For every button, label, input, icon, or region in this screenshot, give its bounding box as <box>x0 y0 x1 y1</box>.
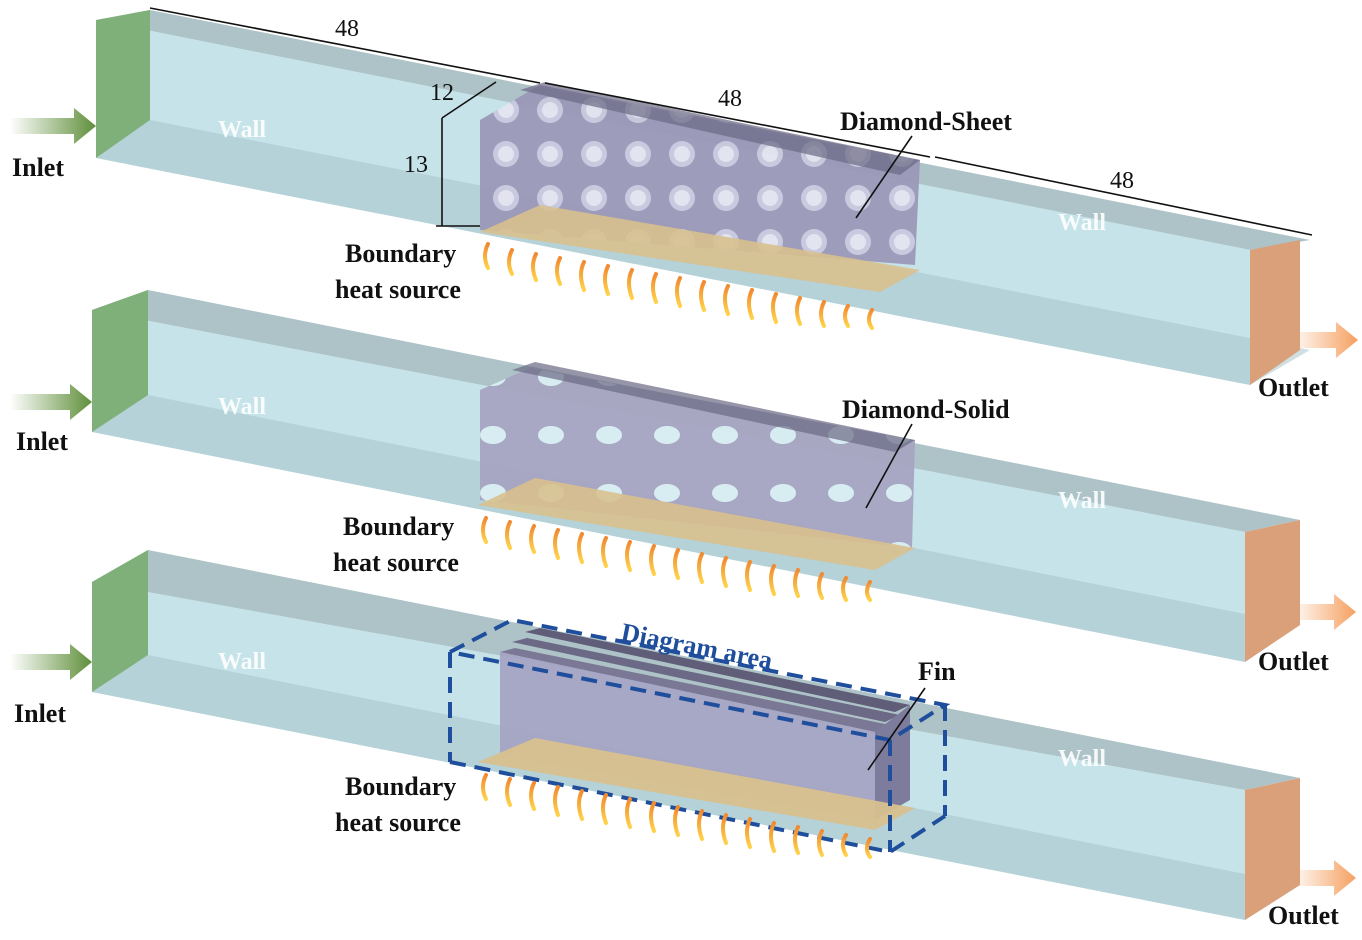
channel-2: Wall Wall Diamond-Solid Boundary heat so… <box>10 290 1356 676</box>
heat-plate-3 <box>478 738 915 830</box>
diamond-solid-label: Diamond-Solid <box>842 395 1010 424</box>
channel-3-inlet-face <box>92 550 148 692</box>
boundary-label-2b: heat source <box>333 548 459 577</box>
wall-label-1b: Wall <box>1058 210 1106 236</box>
channel-2-inlet-face <box>92 290 148 432</box>
outlet-label-1: Outlet <box>1258 373 1329 402</box>
dimension-length-inlet: 48 <box>335 16 359 42</box>
channel-1: 48 48 48 12 13 Wall Wall Diamond-Sheet B… <box>10 7 1358 402</box>
boundary-label-3a: Boundary <box>345 772 456 801</box>
inlet-arrow-2 <box>10 384 92 420</box>
wall-label-2a: Wall <box>218 394 266 420</box>
diamond-sheet-label: Diamond-Sheet <box>840 107 1012 136</box>
channel-3-outlet-face <box>1245 778 1300 920</box>
boundary-label-1b: heat source <box>335 275 461 304</box>
channel-3: Diagram area Wall Wall Fin Boundary heat… <box>10 550 1356 930</box>
outlet-label-3: Outlet <box>1268 901 1339 930</box>
inlet-label-1: Inlet <box>12 153 64 182</box>
boundary-label-3b: heat source <box>335 808 461 837</box>
wall-label-1a: Wall <box>218 117 266 143</box>
channel-1-inlet-face <box>96 10 150 158</box>
outlet-arrow-1 <box>1300 322 1358 358</box>
channel-3-top-face <box>92 550 1300 790</box>
fin-label: Fin <box>918 657 956 686</box>
heat-flames-1 <box>483 242 874 330</box>
inlet-arrow-3 <box>10 644 92 680</box>
diamond-sheet-top-dark <box>520 82 920 175</box>
fin-array <box>500 628 910 820</box>
wall-label-2b: Wall <box>1058 488 1106 514</box>
diamond-sheet-leader <box>855 135 913 219</box>
heat-flames-2 <box>481 516 872 602</box>
boundary-label-2a: Boundary <box>343 512 454 541</box>
channel-1-outlet-face <box>1250 240 1300 385</box>
dimension-lines <box>149 7 1313 236</box>
wall-label-3b: Wall <box>1058 746 1106 772</box>
boundary-label-1a: Boundary <box>345 239 456 268</box>
outlet-arrow-2 <box>1300 594 1356 630</box>
dimension-width: 12 <box>430 80 454 106</box>
heat-plate-1 <box>480 205 920 292</box>
fin-front-face <box>500 652 875 820</box>
diamond-solid-top-dark <box>512 362 915 452</box>
inlet-arrow-1 <box>10 108 96 144</box>
dimension-height: 13 <box>404 152 428 178</box>
diagram-area-box <box>444 617 951 855</box>
dimension-length-mid: 48 <box>718 86 742 112</box>
outlet-label-2: Outlet <box>1258 647 1329 676</box>
outlet-arrow-3 <box>1300 860 1356 896</box>
fin-leader <box>867 687 926 771</box>
heat-plate-2 <box>478 478 915 570</box>
channel-2-outlet-face <box>1245 520 1300 662</box>
diamond-solid-leader <box>865 423 913 509</box>
heat-flames-3 <box>481 773 872 859</box>
dimension-length-outlet: 48 <box>1110 168 1134 194</box>
inlet-label-2: Inlet <box>16 427 68 456</box>
wall-label-3a: Wall <box>218 649 266 675</box>
inlet-label-3: Inlet <box>14 699 66 728</box>
